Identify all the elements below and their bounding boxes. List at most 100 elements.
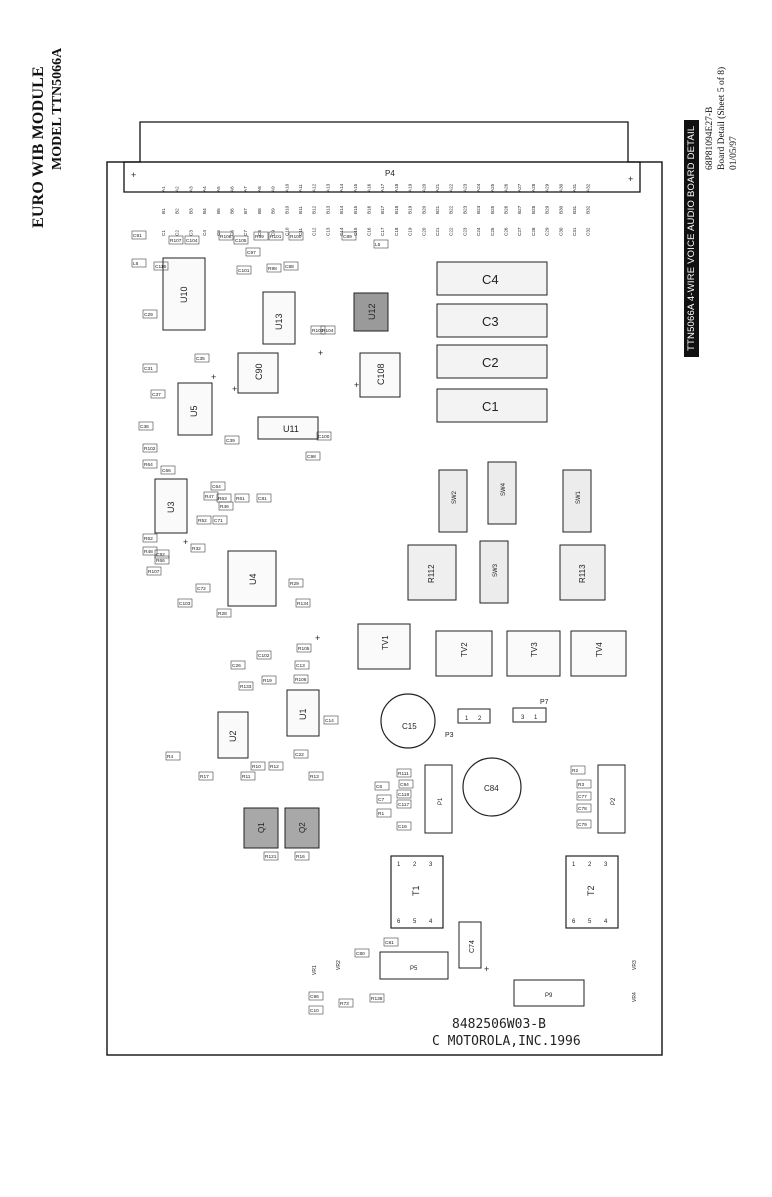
connector-pin-label: C14 [339,227,344,236]
small-component-body [576,791,592,801]
small-component-label: C98 [307,454,316,460]
small-component-label: C96 [310,994,319,1000]
connector-pin-label: A30 [558,183,563,192]
connector-pin-label: A4 [202,186,207,192]
transformer-label: T1 [411,885,421,896]
connector-pin-label: C7 [243,230,248,236]
doc-number: 68P81094E27-B [705,106,715,170]
small-component-label: C26 [232,663,241,669]
transformer-pin: 2 [588,862,592,868]
small-component-label: C31 [144,366,153,372]
tv-label: TV4 [595,642,604,657]
connector-pin-label: B24 [476,205,481,214]
doc-date: 01/05/97 [729,136,739,170]
connector-pin-label: C8 [257,230,262,236]
ic-label: U1 [298,708,308,720]
vr-label: VR1 [312,965,318,975]
tv-body [435,630,493,677]
small-component-body [238,681,254,691]
tv-body [570,630,627,677]
small-component-body [354,948,370,958]
connector-pin-label: B6 [230,208,235,214]
small-component-body [376,808,392,818]
transformer-pin: 1 [572,862,576,868]
doc-banner: TTN5066A 4-WIRE VOICE AUDIO BOARD DETAIL [684,119,699,357]
cap-block [436,344,548,379]
small-component-body [293,674,309,684]
small-component-body [308,771,324,781]
connector-pin-label: B16 [367,205,372,214]
header-pin: 1 [465,716,469,722]
vr-label: VR3 [632,960,638,970]
transient-suppressors: TV1 TV2 TV3 TV4 [357,623,627,677]
small-component-body [194,353,210,363]
switch-body [438,469,468,533]
connector-pin-label: C21 [435,227,440,236]
small-component-label: C22 [295,752,304,758]
connector-pin-label: B23 [462,205,467,214]
connector-pin-label: C25 [490,227,495,236]
header-p2 [597,764,626,834]
header-p7 [512,707,547,723]
connector-pin-label: A28 [531,183,536,192]
connector-pin-label: A14 [339,183,344,192]
small-component-body [177,598,193,608]
tv-body [506,630,561,677]
header-label: P2 [611,797,617,805]
small-component-body [305,451,321,461]
small-component-label: C10 [310,1008,319,1014]
small-component-body [369,993,385,1003]
connector-pin-label: B7 [243,208,248,214]
small-component-label: C66 [162,468,171,474]
small-component-body [396,789,412,799]
small-component-body [153,261,169,271]
power-resistors: R112 R113 [407,544,606,601]
small-component-label: R17 [200,774,209,780]
small-component-label: C39 [226,438,235,444]
small-component-label: R32 [192,546,201,552]
resistor-body [407,544,457,601]
small-component-body [268,761,284,771]
ic-body [257,416,319,440]
cap-block-label: C3 [482,314,499,329]
small-component-label: R52 [198,518,207,524]
small-component-label: C92 [156,552,165,558]
small-component-label: C100 [318,434,330,440]
small-component-body [310,325,326,335]
board-outline [106,161,663,1056]
small-component-label: C71 [214,518,223,524]
small-component-label: R102 [144,446,156,452]
cap-block-label: C1 [482,399,499,414]
connector-pin-label: C9 [271,230,276,236]
connector-pin-label: A26 [504,183,509,192]
resistor-label: R112 [427,564,436,583]
small-component-label: C77 [578,794,587,800]
small-component-label: R64 [144,462,153,468]
small-component-body [570,765,586,775]
small-component-body [576,803,592,813]
small-component-body [154,555,170,565]
connector-pin-label: A21 [435,183,440,192]
polarity-plus: + [484,964,489,974]
small-component-label: R106 [295,677,307,683]
switch-label: SW3 [493,563,499,577]
silk-copyright: C MOTOROLA,INC.1996 [432,1034,581,1049]
connector-label: P4 [385,169,395,178]
small-component-body [266,263,282,273]
connector-pin-label: B31 [572,205,577,214]
connector-pin-label: A29 [545,183,550,192]
transformer-pin: 3 [429,862,433,868]
connector-pin-label: B3 [188,208,193,214]
tv-label: TV2 [460,642,469,657]
connector-pin-label: C10 [284,227,289,236]
header-label: P9 [545,993,553,999]
small-component-body [240,771,256,781]
vr-label: VR4 [632,992,638,1002]
small-component-body [131,258,147,268]
small-component-label: C13 [296,663,305,669]
switches: SW2 SW4 SW1 SW3 [438,461,592,604]
cap-block [436,303,548,338]
connector-pin-label: A3 [188,186,193,192]
small-component-body [383,937,399,947]
small-component-body [218,231,234,241]
